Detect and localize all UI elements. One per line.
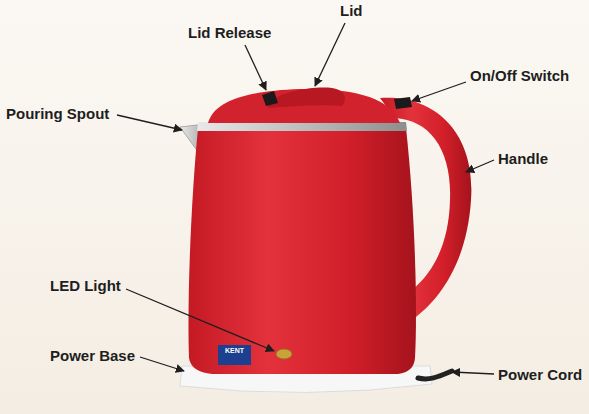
part-label: Lid Release xyxy=(188,24,271,41)
brand-badge xyxy=(218,345,251,365)
part-label: Handle xyxy=(498,150,548,167)
steel-rim xyxy=(197,122,407,131)
part-label: Pouring Spout xyxy=(6,105,109,122)
part-label: Power Base xyxy=(50,347,135,364)
kettle-body xyxy=(188,128,416,374)
leader-lines xyxy=(117,23,494,374)
leader-line xyxy=(140,357,184,371)
part-label: LED Light xyxy=(50,277,121,294)
leader-line xyxy=(412,82,466,101)
on-off-switch xyxy=(394,97,412,109)
part-label: On/Off Switch xyxy=(470,67,569,84)
leader-line xyxy=(466,160,494,172)
leader-line xyxy=(245,45,266,90)
leader-line xyxy=(452,372,494,374)
leader-line xyxy=(315,23,345,86)
lid-grip xyxy=(268,88,345,108)
power-cord xyxy=(418,371,452,379)
part-label: Lid xyxy=(340,2,363,19)
leader-line xyxy=(117,115,182,130)
brand-text: KENT xyxy=(218,347,251,355)
leader-line xyxy=(126,289,274,351)
lid-release-button xyxy=(262,91,278,106)
part-label: Power Cord xyxy=(498,366,582,383)
led-light xyxy=(276,349,292,359)
